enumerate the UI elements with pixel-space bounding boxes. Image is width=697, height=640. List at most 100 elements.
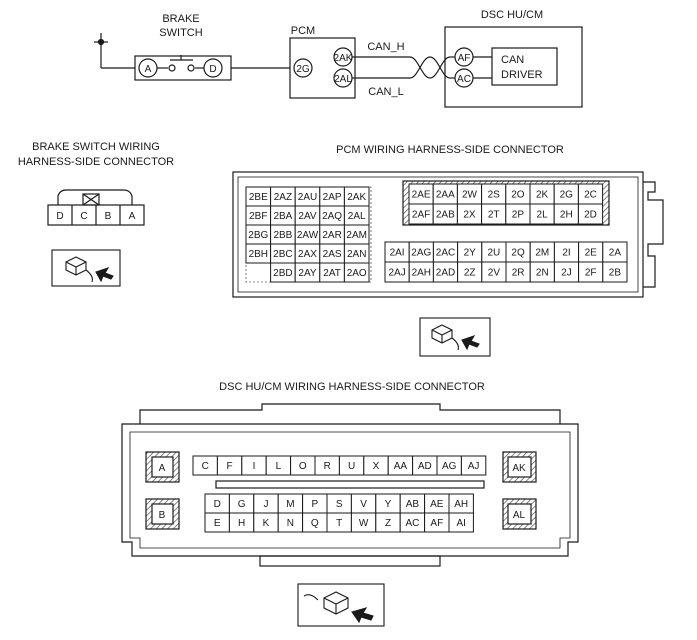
pcm-pin-2n: 2N bbox=[529, 261, 555, 283]
pcm-pin-2ak: 2AK bbox=[334, 53, 353, 64]
pcm-pin-2ab: 2AB bbox=[432, 203, 458, 225]
pcm-pin-2ay-label: 2AY bbox=[298, 268, 316, 279]
dsc-center-rib bbox=[215, 480, 485, 489]
pcm-pin-2g-circle bbox=[293, 58, 313, 78]
pcm-pin-2x: 2X bbox=[456, 203, 483, 225]
pcm-pin-2bb: 2BB bbox=[270, 224, 296, 245]
pcm-pin-2ai: 2AI bbox=[384, 241, 410, 263]
dsc-pin-ai: AI bbox=[448, 512, 474, 533]
pcm-pin-2ak-label: 2AK bbox=[347, 192, 366, 203]
pcm-pin-2bf-label: 2BF bbox=[249, 211, 267, 222]
dsc-pin-f: F bbox=[216, 455, 243, 476]
pcm-pin-2g: 2G bbox=[296, 64, 310, 75]
dsc-pin-o-label: O bbox=[299, 461, 307, 472]
pcm-pin-2h: 2H bbox=[553, 203, 579, 225]
pcm-pin-2au: 2AU bbox=[294, 186, 321, 207]
pcm-pin-2ax-label: 2AX bbox=[298, 249, 317, 260]
pcm-connector-title: PCM WIRING HARNESS-SIDE CONNECTOR bbox=[336, 144, 564, 156]
pcm-pin-2ba: 2BA bbox=[270, 205, 296, 226]
dsc-pin-p: P bbox=[302, 493, 328, 514]
pcm-pin-2bb-label: 2BB bbox=[273, 230, 292, 241]
pcm-pin-2g: 2G bbox=[553, 183, 579, 205]
schematic bbox=[94, 26, 583, 108]
dsc-pin-x-label: X bbox=[373, 461, 380, 472]
pcm-title: PCM bbox=[291, 25, 315, 37]
pcm-pin-2c: 2C bbox=[577, 183, 604, 205]
pcm-pin-2ae: 2AE bbox=[408, 183, 434, 205]
dsc-side-pin-ak: AK bbox=[512, 463, 526, 474]
dsc-pin-w: W bbox=[350, 512, 377, 533]
pcm-pin-2o: 2O bbox=[505, 183, 531, 205]
pcm-box bbox=[289, 37, 356, 99]
dsc-box bbox=[444, 26, 583, 108]
brake-switch-title-1: BRAKE bbox=[162, 13, 199, 25]
can-l-label: CAN_L bbox=[368, 86, 403, 98]
pcm-pin-2v: 2V bbox=[481, 261, 507, 283]
pcm-pin-2e: 2E bbox=[578, 241, 604, 263]
pcm-pin-2am-label: 2AM bbox=[346, 230, 367, 241]
pcm-pin-2y: 2Y bbox=[457, 241, 483, 263]
dsc-pin-af-label: AF bbox=[430, 518, 443, 529]
dsc-pin-u: U bbox=[338, 455, 365, 476]
dsc-side-pin-b: B bbox=[159, 510, 166, 521]
brake-connector-title-2: HARNESS-SIDE CONNECTOR bbox=[18, 156, 174, 168]
pcm-pin-2af: 2AF bbox=[408, 203, 434, 225]
pcm-pin-2bd-label: 2BD bbox=[273, 268, 292, 279]
pcm-pin-2ac: 2AC bbox=[432, 241, 459, 263]
dsc-pin-m-label: M bbox=[286, 499, 294, 510]
pcm-pin-2s: 2S bbox=[481, 183, 507, 205]
pcm-pin-2ad: 2AD bbox=[432, 261, 459, 283]
pcm-pin-2az-label: 2AZ bbox=[274, 192, 292, 203]
pcm-pin-2x-label: 2X bbox=[463, 210, 476, 221]
pcm-pin-2ao-label: 2AO bbox=[347, 268, 367, 279]
brake-connector-title-1: BRAKE SWITCH WIRING bbox=[32, 141, 160, 153]
pcm-pin-2ab-label: 2AB bbox=[436, 210, 455, 221]
dsc-pin-t-label: T bbox=[336, 518, 342, 529]
pcm-pin-2d-label: 2D bbox=[584, 210, 597, 221]
pcm-pin-2ai-label: 2AI bbox=[390, 248, 405, 259]
pcm-pin-2l-label: 2L bbox=[537, 210, 549, 221]
pcm-pin-2z-label: 2Z bbox=[464, 268, 476, 279]
dsc-pin-l-label: L bbox=[276, 461, 282, 472]
dsc-pin-x: X bbox=[363, 455, 389, 476]
brake-pin-b: B bbox=[105, 211, 112, 222]
pcm-pin-2am: 2AM bbox=[343, 224, 370, 245]
pcm-pin-2ah: 2AH bbox=[408, 261, 434, 283]
pcm-pin-2ap: 2AP bbox=[319, 186, 345, 207]
dsc-pin-k-label: K bbox=[263, 518, 270, 529]
dsc-pin-h: H bbox=[228, 512, 255, 533]
can-driver-label-1: CAN bbox=[501, 54, 524, 66]
dsc-pin-e: E bbox=[204, 512, 230, 533]
pcm-pin-2bf: 2BF bbox=[245, 205, 272, 226]
brake-pin-c: C bbox=[80, 211, 87, 222]
dsc-connector-bottom-latch bbox=[259, 555, 441, 567]
dsc-pin-i-label: I bbox=[253, 461, 256, 472]
dsc-pin-k: K bbox=[253, 512, 279, 533]
pcm-pin-2u: 2U bbox=[481, 241, 507, 263]
pcm-pin-2m-label: 2M bbox=[535, 248, 549, 259]
pcm-pin-2y-label: 2Y bbox=[464, 248, 477, 259]
pcm-pin-2t: 2T bbox=[481, 203, 507, 225]
pcm-pin-2bd: 2BD bbox=[270, 262, 296, 283]
dsc-pin-ai-label: AI bbox=[456, 518, 465, 529]
dsc-pin-g-label: G bbox=[238, 499, 246, 510]
dsc-pin-q-label: Q bbox=[311, 518, 319, 529]
dsc-pin-f-label: F bbox=[227, 461, 233, 472]
brake-switch-connector: BRAKE SWITCH WIRING HARNESS-SIDE CONNECT… bbox=[18, 141, 174, 287]
pcm-pin-2p-label: 2P bbox=[512, 210, 525, 221]
can-driver-label-2: DRIVER bbox=[501, 69, 543, 81]
pcm-pin-2ar-label: 2AR bbox=[322, 230, 341, 241]
dsc-pin-d-label: D bbox=[214, 499, 221, 510]
pcm-pin-2i: 2I bbox=[553, 241, 580, 263]
pcm-pin-2o-label: 2O bbox=[511, 190, 525, 201]
pcm-pin-2ah-label: 2AH bbox=[412, 268, 431, 279]
pcm-pin-2an: 2AN bbox=[343, 243, 370, 264]
brake-view-direction-icon bbox=[51, 249, 121, 287]
pcm-pin-2a: 2A bbox=[602, 241, 628, 263]
dsc-pin-ag: AG bbox=[436, 455, 462, 476]
pcm-pin-2bc-label: 2BC bbox=[273, 249, 292, 260]
twisted-pair-l bbox=[409, 56, 451, 79]
dsc-pin-ad-label: AD bbox=[418, 461, 432, 472]
can-h-label: CAN_H bbox=[367, 41, 404, 53]
